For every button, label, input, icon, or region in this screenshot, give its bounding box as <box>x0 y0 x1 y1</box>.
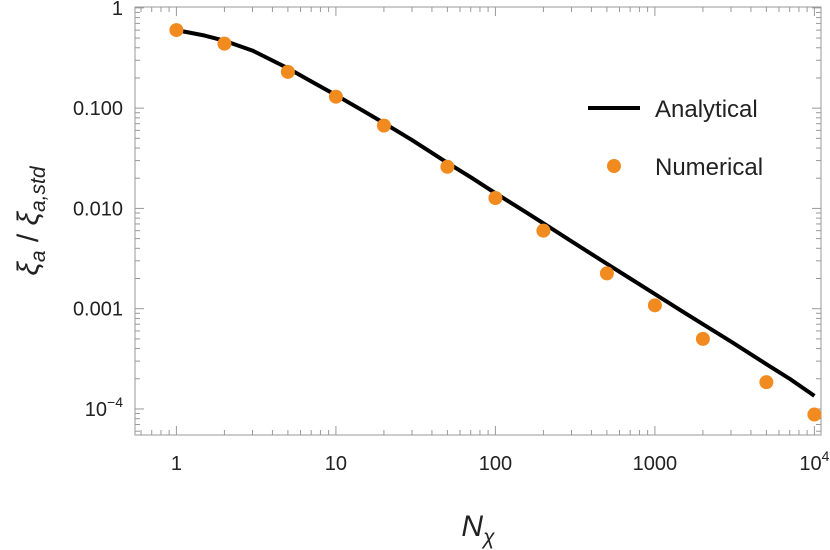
x-axis-title: Nχ <box>461 510 495 549</box>
data-point <box>807 407 822 422</box>
data-point <box>695 331 710 346</box>
x-axis-title-main: N <box>461 510 483 543</box>
y-tick-label: 0.100 <box>73 98 123 120</box>
major-ticks <box>135 7 821 435</box>
x-tick-label: 100 <box>479 453 512 475</box>
data-point <box>536 223 551 238</box>
y-tick-label: 0.010 <box>73 198 123 220</box>
x-tick-label-base: 100 <box>479 453 512 475</box>
x-tick-label-base: 1000 <box>633 453 678 475</box>
x-tick-label: 104 <box>799 448 829 475</box>
y-tick-label-base: 10 <box>85 399 107 421</box>
y-tick-label-base: 0.010 <box>73 198 123 220</box>
data-point <box>599 266 614 281</box>
x-tick-label: 1 <box>171 453 182 475</box>
series-line-analytical <box>176 28 816 398</box>
legend-label-analytical: Analytical <box>655 96 758 123</box>
data-point <box>280 64 295 79</box>
y-tick-label-base: 0.100 <box>73 98 123 120</box>
legend-label-numerical: Numerical <box>655 154 763 181</box>
y-axis-title-sep: / <box>12 225 45 250</box>
x-axis-title-sub: χ <box>481 526 495 549</box>
x-tick-label: 1000 <box>633 453 678 475</box>
series-points-numerical <box>169 23 822 422</box>
data-point <box>440 159 455 174</box>
plot-frame <box>134 6 822 436</box>
legend: Analytical Numerical <box>588 96 763 181</box>
data-point <box>328 89 343 104</box>
y-tick-label-base: 0.001 <box>73 299 123 321</box>
y-axis-title-sub2: a,std <box>27 165 50 212</box>
data-point <box>376 118 391 133</box>
x-tick-label-base: 10 <box>799 453 821 475</box>
x-tick-label-exp: 4 <box>822 448 830 464</box>
x-tick-label-base: 10 <box>325 453 347 475</box>
y-axis-title-sub1: a <box>27 250 50 262</box>
y-axis-title-main: ξ <box>12 261 45 276</box>
y-tick-label: 1 <box>112 0 123 20</box>
data-point <box>169 23 184 38</box>
y-tick-label: 10−4 <box>85 394 123 421</box>
y-axis-title-main2: ξ <box>12 210 45 225</box>
y-tick-labels: 1 0.100 0.010 0.001 10−4 <box>73 0 123 421</box>
y-tick-label-exp: −4 <box>107 394 123 410</box>
data-point <box>217 36 232 51</box>
y-tick-label-base: 1 <box>112 0 123 20</box>
data-point <box>647 298 662 313</box>
y-axis-title: ξa / ξa,std <box>12 165 50 275</box>
x-tick-label: 10 <box>325 453 347 475</box>
data-point <box>759 375 774 390</box>
legend-swatch-numerical <box>607 159 621 173</box>
y-tick-label: 0.001 <box>73 299 123 321</box>
minor-ticks <box>135 7 821 435</box>
data-point <box>488 191 503 206</box>
x-tick-label-base: 1 <box>171 453 182 475</box>
